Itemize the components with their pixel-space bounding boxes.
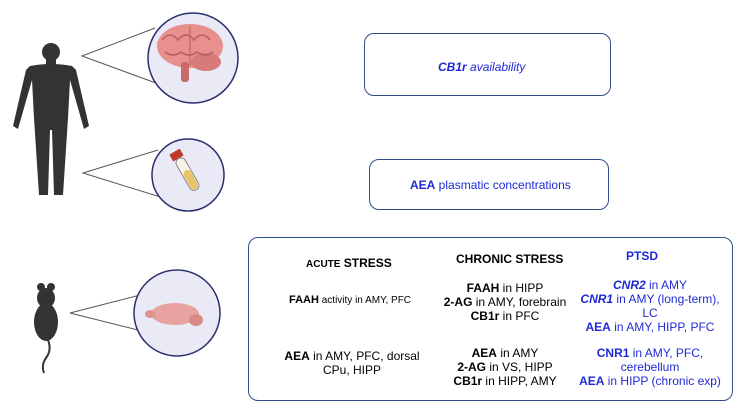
rat-silhouette-icon	[34, 283, 58, 374]
blood-finding-box	[369, 159, 609, 210]
header-ptsd: PTSD	[626, 249, 659, 263]
down-ptsd-list: CNR1 in AMY, PFC, cerebellum AEA in HIPP…	[565, 346, 735, 388]
up-chronic-line-1: FAAH in HIPP	[466, 281, 544, 295]
down-chronic-list: AEA in AMY 2-AG in VS, HIPP CB1r in HIPP…	[430, 346, 580, 388]
brain-finding-box	[364, 33, 611, 96]
up-ptsd-line-3: LC	[642, 306, 658, 320]
blood-tube-icon	[169, 148, 200, 191]
down-ptsd-line-3: AEA in HIPP (chronic exp)	[579, 374, 721, 388]
up-chronic-line-3: CB1r in PFC	[470, 309, 540, 323]
up-chronic-line-2: 2-AG in AMY, forebrain	[443, 295, 567, 309]
down-ptsd-line-1: CNR1 in AMY, PFC,	[596, 346, 704, 360]
up-chronic-list: FAAH in HIPP 2-AG in AMY, forebrain CB1r…	[430, 281, 580, 323]
up-ptsd-list: CNR2 in AMY CNR1 in AMY (long-term), LC …	[565, 278, 735, 334]
rodent-zoom-lines	[69, 291, 159, 336]
blood-zoom-lines	[81, 149, 171, 201]
down-chronic-line-1: AEA in AMY	[471, 346, 539, 360]
blood-marker: AEA	[410, 178, 436, 192]
up-ptsd-line-4: AEA in AMY, HIPP, PFC	[585, 320, 715, 334]
human-silhouette-icon	[13, 43, 89, 195]
brain-finding-desc: availability	[466, 60, 526, 74]
human-brain-icon	[157, 24, 223, 82]
header-acute-stress: ACUTE STRESS	[306, 256, 392, 270]
down-chronic-line-3: CB1r in HIPP, AMY	[453, 374, 557, 388]
down-acute-line-1: AEA in AMY, PFC, dorsal	[284, 349, 420, 363]
rodent-findings-box	[248, 237, 733, 401]
rodent-brain-icon	[145, 303, 203, 326]
down-ptsd-line-2: cerebellum	[620, 360, 680, 374]
up-ptsd-line-1: CNR2 in AMY	[612, 278, 688, 292]
blood-finding-text: AEA plasmatic concentrations	[410, 178, 571, 192]
down-acute-list: AEA in AMY, PFC, dorsal CPu, HIPP	[282, 349, 422, 377]
header-chronic-stress: CHRONIC STRESS	[456, 252, 564, 266]
down-acute-line-2: CPu, HIPP	[322, 363, 382, 377]
blood-finding-desc: plasmatic concentrations	[435, 178, 571, 192]
up-ptsd-line-2: CNR1 in AMY (long-term),	[580, 292, 720, 306]
down-chronic-line-2: 2-AG in VS, HIPP	[457, 360, 553, 374]
brain-zoom-lines	[80, 27, 176, 91]
brain-marker: CB1r	[438, 60, 467, 74]
brain-finding-text: CB1r availability	[438, 60, 525, 74]
up-acute-text: FAAH activity in AMY, PFC	[289, 294, 412, 306]
